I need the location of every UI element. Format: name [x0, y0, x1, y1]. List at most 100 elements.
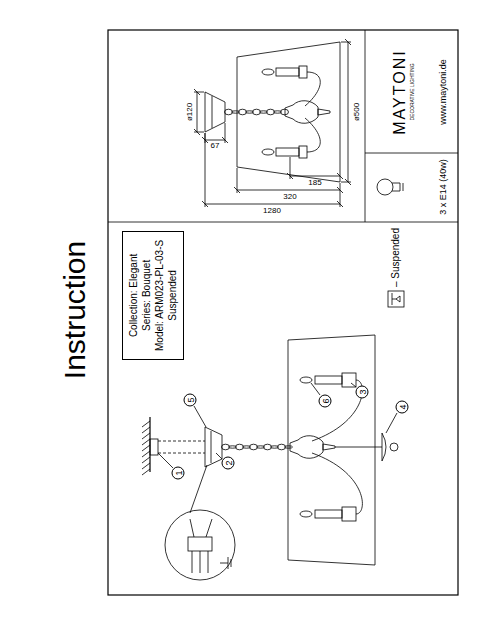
suspended-icon [388, 291, 404, 307]
detail-inset [190, 519, 212, 537]
dimension-ceiling-cup [205, 92, 225, 132]
dimension-body [262, 149, 274, 155]
ceiling [142, 439, 150, 445]
dimension-chain [281, 109, 289, 115]
dimension-line [194, 39, 351, 207]
dimension-label: 1280 [263, 206, 281, 215]
chandelier-body [323, 444, 335, 450]
callout-number: 4 [396, 401, 409, 414]
callout-number: 2 [222, 457, 235, 470]
info-box: Collection: ElegantSeries: BouquetModel:… [122, 231, 184, 360]
bulb-spec: 3 x E14 (40w) [438, 159, 448, 215]
detail-inset [165, 510, 235, 580]
leader-line [216, 453, 222, 459]
callout-number: 3 [356, 386, 369, 399]
candle-holder [300, 377, 312, 383]
dimension-ceiling-cup [205, 92, 225, 132]
candle-holder [342, 373, 356, 387]
callout-number: 1 [172, 467, 185, 480]
dimension-shade [237, 42, 340, 182]
brand-tagline: DECORATIVE LIGHTING [410, 63, 416, 120]
ceiling [142, 445, 150, 451]
ceiling [142, 457, 150, 463]
leader-line [158, 383, 397, 468]
info-text: Model: ARM023-PL-03-S [153, 240, 166, 351]
ceiling [142, 417, 150, 475]
candle-holder [315, 510, 342, 518]
sheet-frame [108, 30, 458, 595]
bottom-dish [382, 433, 386, 461]
chain [285, 446, 293, 448]
mounting-bracket [150, 439, 158, 455]
leader-line [311, 383, 320, 395]
chain [222, 444, 293, 450]
dimension-body [276, 68, 299, 76]
page-title: Instruction [58, 241, 93, 379]
dimension-label: 185 [308, 178, 321, 187]
sheet-frame [108, 30, 458, 595]
sheet-frame [108, 222, 458, 223]
info-text: Series: Bouquet [140, 240, 153, 351]
ceiling [142, 451, 150, 457]
dimension-line [202, 123, 228, 143]
dimension-body [285, 101, 318, 124]
dimension-body [318, 109, 330, 115]
dimension-body [299, 66, 307, 78]
detail-inset [165, 465, 235, 580]
suspended-icon [388, 291, 404, 307]
dimension-label: ø500 [352, 103, 361, 121]
candle-holder [300, 511, 312, 517]
dimension-body [276, 148, 299, 156]
lamp-shade [288, 335, 375, 565]
ceiling [142, 427, 150, 433]
leader-line [386, 413, 397, 433]
dimension-label: 320 [283, 192, 296, 201]
detail-inset [192, 551, 208, 573]
ceiling [142, 421, 150, 427]
ceiling-cup [205, 427, 222, 467]
dimension-line [202, 133, 343, 207]
ceiling [142, 469, 150, 475]
dimension-body [299, 146, 307, 158]
bulb-icon [392, 183, 403, 191]
chandelier-body [312, 453, 362, 514]
chandelier-body [290, 380, 382, 514]
leader-line [351, 383, 356, 387]
info-text: Suspended [166, 240, 179, 351]
dimension-line [194, 89, 204, 135]
detail-inset [190, 465, 207, 513]
bottom-dish [382, 433, 398, 461]
dimension-body [262, 66, 330, 158]
ceiling [142, 463, 150, 469]
bulb-icon [377, 179, 403, 195]
candle-holder [315, 376, 342, 384]
sheet-frame [365, 30, 366, 222]
bulb-icon [377, 179, 393, 195]
dimension-body [262, 69, 274, 75]
mounting-bracket [150, 439, 205, 455]
dimension-ceiling-cup [212, 96, 213, 128]
callout-number: 5 [184, 394, 197, 407]
leader-line [194, 406, 206, 427]
ceiling [142, 433, 150, 439]
dimension-line [234, 168, 343, 193]
suspended-icon [392, 293, 400, 305]
leader-line [158, 453, 173, 468]
bottom-dish [390, 443, 398, 451]
callout-number: 6 [319, 395, 332, 408]
lamp-shade [288, 335, 375, 565]
candle-holder [300, 373, 356, 521]
sheet-frame [365, 153, 458, 154]
website: www.maytoni.de [438, 59, 448, 125]
dimension-line [341, 39, 351, 185]
dimension-shade [237, 42, 340, 182]
detail-inset [188, 537, 212, 551]
dimension-chain [225, 109, 289, 115]
dimension-label: 67 [211, 141, 220, 150]
candle-holder [342, 507, 356, 521]
dimension-label: ø120 [185, 103, 194, 121]
dimension-line [287, 157, 343, 179]
mounting-bracket [158, 441, 205, 453]
info-text: Collection: Elegant [127, 240, 140, 351]
